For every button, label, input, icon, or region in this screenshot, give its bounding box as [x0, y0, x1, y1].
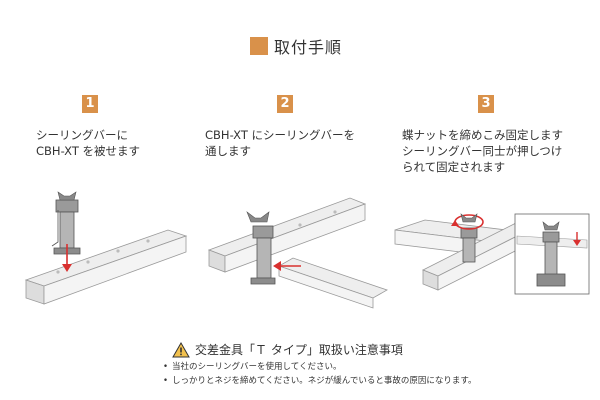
down-arrow-icon	[62, 264, 72, 272]
step-2-badge: 2	[277, 95, 293, 113]
step-3-description: 蝶ナットを締めこみ固定します シーリングバー同士が押しつけ られて固定されます	[402, 128, 563, 174]
section-title: 取付手順	[250, 34, 342, 58]
step-3-illustration	[394, 213, 590, 295]
warning-triangle-icon	[172, 341, 190, 357]
caution-item: • しっかりとネジを締めてください。ネジが緩んでいると事故の原因になります。	[162, 374, 476, 388]
caution-item-text: しっかりとネジを締めてください。ネジが緩んでいると事故の原因になります。	[172, 376, 477, 386]
cbh-xt-bracket	[460, 227, 478, 263]
left-arrow-icon	[273, 261, 281, 271]
step-2-illustration	[207, 197, 388, 309]
step-2-description: CBH-XT にシーリングバーを 通します	[205, 128, 355, 158]
title-square-icon	[250, 37, 268, 55]
caution-heading: 交差金具「Ｔ タイプ」取扱い注意事項	[172, 341, 403, 358]
bullet-icon: •	[163, 376, 169, 386]
cbh-xt-bracket	[51, 199, 81, 255]
cbh-xt-bracket	[250, 225, 276, 285]
caution-item-text: 当社のシーリングバーを使用してください。	[172, 362, 342, 372]
down-arrow-icon	[573, 240, 581, 246]
wing-nut-icon	[57, 191, 77, 201]
step-1-illustration	[24, 191, 188, 305]
step-1-badge: 1	[82, 95, 98, 113]
wing-nut-icon	[246, 211, 270, 223]
caution-item: • 当社のシーリングバーを使用してください。	[162, 360, 476, 374]
caution-list: • 当社のシーリングバーを使用してください。 • しっかりとネジを締めてください…	[162, 360, 476, 388]
wing-nut-icon	[460, 213, 478, 223]
step-3-badge: 3	[478, 95, 494, 113]
caution-title: 交差金具「Ｔ タイプ」取扱い注意事項	[195, 343, 403, 357]
bullet-icon: •	[163, 362, 169, 372]
section-title-text: 取付手順	[274, 38, 343, 57]
step-1-description: シーリングバーに CBH-XT を被せます	[36, 128, 140, 158]
